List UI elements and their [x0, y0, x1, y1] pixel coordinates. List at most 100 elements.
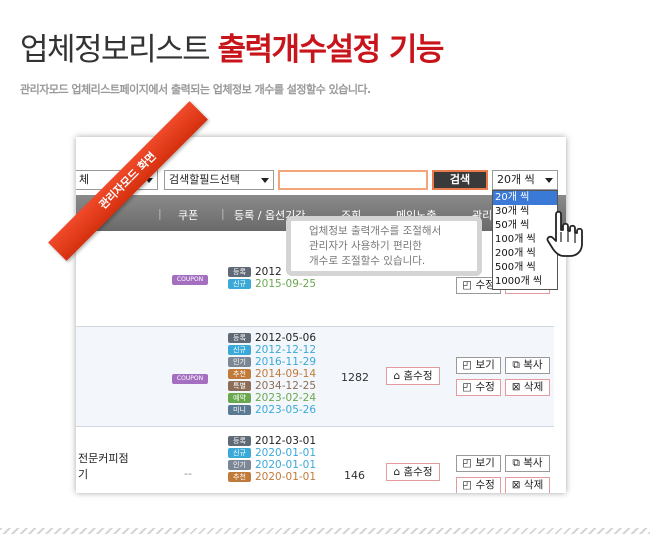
date-reg: 2012 — [255, 266, 282, 278]
tag-rsv: 예약 — [228, 393, 251, 403]
copy-icon: ⧉ — [512, 359, 520, 371]
table-header: | 쿠폰 | 등록 / 옵션기간 조회 메인노출 관리 — [76, 195, 566, 231]
delete-button[interactable]: ⊠ 삭제 — [505, 477, 550, 493]
edit-button[interactable]: ◰ 수정 — [456, 379, 501, 396]
view-button[interactable]: ◰ 보기 — [456, 357, 501, 374]
delete-icon: ⊠ — [511, 381, 521, 393]
chevron-down-icon — [145, 178, 153, 183]
count-option[interactable]: 1000개 씩 — [495, 276, 543, 287]
edit-label: 수정 — [475, 381, 495, 393]
date-list: 등록 2012 신규 2015-09-25 — [228, 266, 316, 290]
edit-icon: ◰ — [462, 381, 473, 393]
hand-cursor-icon — [546, 210, 583, 257]
field-select[interactable]: 검색할필드선택 — [164, 170, 274, 190]
header-separator: | — [221, 207, 225, 220]
tag-rec: 추천 — [228, 472, 251, 482]
search-button[interactable]: 검색 — [432, 170, 488, 190]
view-icon: ◰ — [462, 359, 473, 371]
count-select[interactable]: 20개 씩 — [492, 170, 558, 190]
date-rec: 2020-01-01 — [255, 471, 317, 483]
tag-spc: 특별 — [228, 381, 251, 391]
tag-new: 신규 — [228, 345, 251, 355]
copy-label: 복사 — [523, 359, 543, 371]
home-edit-label: 홈수정 — [403, 466, 433, 478]
tag-new: 신규 — [228, 448, 251, 458]
bottom-divider — [0, 528, 650, 534]
page-title: 업체정보리스트 출력개수설정 기능 — [20, 24, 445, 69]
title-bold: 출력개수설정 기능 — [217, 32, 445, 68]
category-select-value: 체 — [79, 173, 90, 186]
count-option[interactable]: 100개 씩 — [495, 234, 536, 245]
copy-label: 복사 — [523, 457, 543, 469]
date-reg: 2012-03-01 — [255, 435, 317, 447]
view-count: 146 — [344, 469, 365, 482]
date-rec: 2014-09-14 — [255, 368, 317, 380]
home-edit-label: 홈수정 — [403, 370, 433, 382]
count-option[interactable]: 50개 씩 — [495, 220, 530, 231]
date-mini: 2023-05-26 — [255, 404, 317, 416]
date-rsv: 2023-02-24 — [255, 392, 317, 404]
delete-button[interactable]: ⊠ 삭제 — [505, 379, 550, 396]
chevron-down-icon — [545, 178, 553, 183]
date-spc: 2034-12-25 — [255, 380, 317, 392]
count-option[interactable]: 500개 씩 — [495, 262, 536, 273]
view-label: 보기 — [475, 457, 495, 469]
admin-screen: 체 검색할필드선택 검색 20개 씩 20개 씩 30개 씩 50개 씩 100… — [76, 137, 566, 493]
date-new: 2015-09-25 — [255, 278, 317, 290]
page-subtitle: 관리자모드 업체리스트페이지에서 출력되는 업체정보 개수를 설정할수 있습니다… — [20, 83, 371, 96]
delete-label: 삭제 — [523, 381, 544, 393]
tooltip-line: 관리자가 사용하기 편리한 — [309, 240, 422, 252]
coupon-badge: COUPON — [172, 275, 208, 285]
date-new: 2012-12-12 — [255, 344, 317, 356]
count-option[interactable]: 20개 씩 — [493, 191, 557, 205]
view-button[interactable]: ◰ 보기 — [456, 455, 501, 472]
count-option[interactable]: 30개 씩 — [495, 206, 530, 217]
coupon-badge: COUPON — [172, 374, 208, 384]
info-tooltip: 업체정보 출력개수를 조절해서 관리자가 사용하기 편리한 개수로 조절할수 있… — [286, 216, 482, 276]
edit-label: 수정 — [475, 279, 495, 291]
tag-mini: 미니 — [228, 405, 251, 415]
count-select-value: 20개 씩 — [497, 173, 535, 186]
copy-button[interactable]: ⧉ 복사 — [505, 455, 550, 472]
count-option[interactable]: 200개 씩 — [495, 248, 536, 259]
date-list: 등록 2012-03-01 신규 2020-01-01 인기 2020-01-01 추… — [228, 435, 316, 483]
tag-reg: 등록 — [228, 333, 251, 343]
table-row: 전문커피점 기 -- 등록 2012-03-01 신규 2020-01-01 인기 2… — [76, 427, 554, 493]
coupon-empty: -- — [184, 467, 192, 480]
keyword-input[interactable] — [278, 170, 428, 190]
field-select-value: 검색할필드선택 — [169, 173, 240, 186]
tag-reg: 등록 — [228, 267, 251, 277]
home-edit-button[interactable]: ⌂ 홈수정 — [386, 367, 440, 385]
view-count: 1282 — [341, 371, 369, 384]
home-edit-button[interactable]: ⌂ 홈수정 — [386, 463, 440, 481]
search-toolbar: 체 검색할필드선택 검색 20개 씩 — [76, 137, 566, 195]
copy-button[interactable]: ⧉ 복사 — [505, 357, 550, 374]
header-coupon: 쿠폰 — [178, 209, 199, 222]
edit-icon: ◰ — [462, 479, 473, 491]
edit-label: 수정 — [475, 479, 495, 491]
tag-pop: 인기 — [228, 460, 251, 470]
home-icon: ⌂ — [393, 466, 401, 478]
company-name: 전문커피점 기 — [78, 452, 129, 481]
tag-reg: 등록 — [228, 436, 251, 446]
date-new: 2020-01-01 — [255, 447, 317, 459]
view-label: 보기 — [475, 359, 495, 371]
delete-icon: ⊠ — [511, 479, 521, 491]
edit-button[interactable]: ◰ 수정 — [456, 477, 501, 493]
tag-pop: 인기 — [228, 357, 251, 367]
copy-icon: ⧉ — [512, 457, 520, 469]
tooltip-line: 개수로 조절할수 있습니다. — [309, 255, 426, 267]
home-icon: ⌂ — [393, 370, 401, 382]
title-plain: 업체정보리스트 — [20, 32, 211, 68]
table-row: COUPON 등록 2012-05-06 신규 2012-12-12 인기 2016-… — [76, 327, 554, 427]
tooltip-line: 업체정보 출력개수를 조절해서 — [309, 225, 442, 237]
chevron-down-icon — [261, 178, 269, 183]
date-pop: 2016-11-29 — [255, 356, 317, 368]
tag-rec: 추천 — [228, 369, 251, 379]
view-icon: ◰ — [462, 457, 473, 469]
tag-new: 신규 — [228, 279, 251, 289]
delete-label: 삭제 — [523, 479, 544, 491]
date-list: 등록 2012-05-06 신규 2012-12-12 인기 2016-11-29 추… — [228, 332, 316, 416]
date-reg: 2012-05-06 — [255, 332, 317, 344]
header-separator: | — [158, 207, 162, 220]
